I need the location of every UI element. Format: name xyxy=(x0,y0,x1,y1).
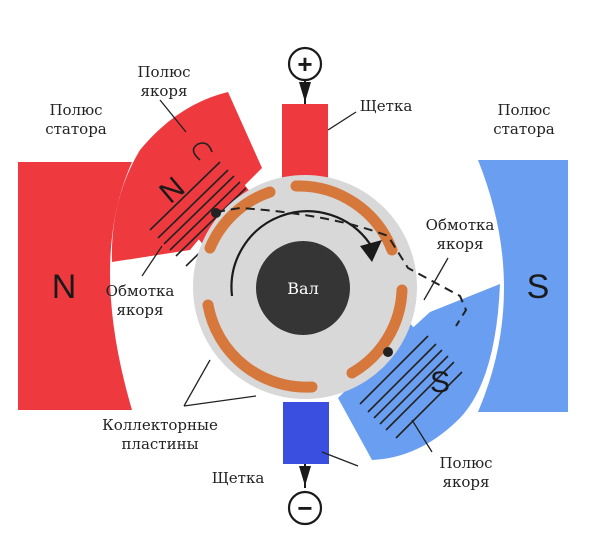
stator-right-letter: S xyxy=(527,268,550,306)
armature-winding-bottom xyxy=(359,335,463,439)
label-armature-pole-bottom: Полюс xyxy=(439,454,492,472)
rotation-arrow xyxy=(230,210,371,297)
label-stator-right: Полюс xyxy=(497,101,550,119)
rotation-arrowhead xyxy=(360,240,382,262)
terminal-plus: + xyxy=(287,46,323,82)
terminal-minus: − xyxy=(287,490,323,526)
shaft-label: Вал xyxy=(287,279,318,298)
label-stator-right-2: статора xyxy=(493,120,555,138)
svg-text:+: + xyxy=(297,49,312,79)
brush-bottom xyxy=(283,402,329,464)
current-path xyxy=(215,206,468,327)
label-commutator: Коллекторные xyxy=(102,416,218,434)
commutator-ring xyxy=(202,180,408,393)
brush-top xyxy=(282,104,328,180)
svg-text:−: − xyxy=(297,493,312,523)
label-armature-pole-top: Полюс xyxy=(137,63,190,81)
armature-bottom-letter: S xyxy=(430,366,450,399)
label-brush-top: Щетка xyxy=(360,97,413,115)
contact-dot-top xyxy=(211,208,221,218)
label-armature-pole-top-2: якоря xyxy=(141,82,188,100)
label-winding-left: Обмотка xyxy=(106,282,175,300)
label-winding-right-2: якоря xyxy=(437,235,484,253)
label-stator-left: Полюс xyxy=(49,101,102,119)
leader-lines xyxy=(141,99,449,467)
stator-pole-left xyxy=(18,162,132,410)
stator-left-letter: N xyxy=(52,268,77,306)
shaft xyxy=(256,241,350,335)
label-brush-bottom: Щетка xyxy=(212,469,265,487)
label-commutator-2: пластины xyxy=(121,435,198,453)
stator-pole-right xyxy=(478,160,568,412)
label-winding-left-2: якоря xyxy=(117,301,164,319)
label-winding-right: Обмотка xyxy=(426,216,495,234)
label-stator-left-2: статора xyxy=(45,120,107,138)
contact-dot-bottom xyxy=(383,347,393,357)
label-armature-pole-bottom-2: якоря xyxy=(443,473,490,491)
